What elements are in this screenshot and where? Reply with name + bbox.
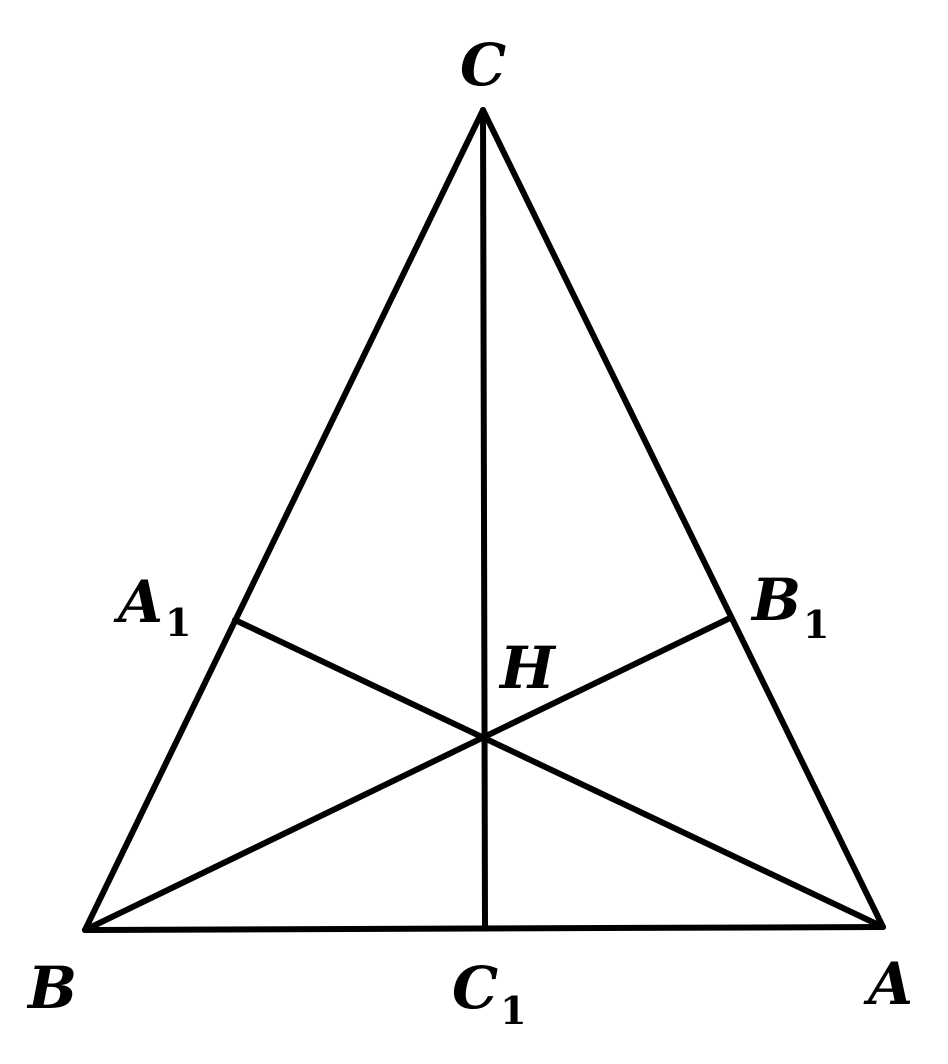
label-c1: C1: [452, 954, 527, 1033]
label-a1: A1: [113, 568, 191, 645]
label-h: H: [498, 634, 557, 702]
side-bc: [82, 107, 486, 933]
label-h-letter: H: [498, 634, 557, 702]
label-b1-subscript: 1: [803, 602, 829, 647]
altitude-a-a1: [232, 617, 886, 930]
label-c1-subscript: 1: [500, 988, 526, 1033]
label-a-letter: A: [863, 950, 913, 1018]
altitude-b-b1: [82, 615, 733, 933]
label-a1-subscript: 1: [165, 600, 191, 645]
label-c1-letter: C: [452, 954, 498, 1022]
side-ca: [480, 107, 886, 930]
label-b-letter: B: [26, 954, 77, 1022]
label-b1: B1: [750, 566, 829, 647]
altitude-c-c1: [480, 107, 488, 931]
label-c: C: [460, 31, 506, 99]
label-a: A: [863, 950, 913, 1018]
label-b: B: [26, 954, 77, 1022]
label-a1-letter: A: [113, 568, 163, 636]
label-b1-letter: B: [750, 566, 801, 634]
label-c-letter: C: [460, 31, 506, 99]
